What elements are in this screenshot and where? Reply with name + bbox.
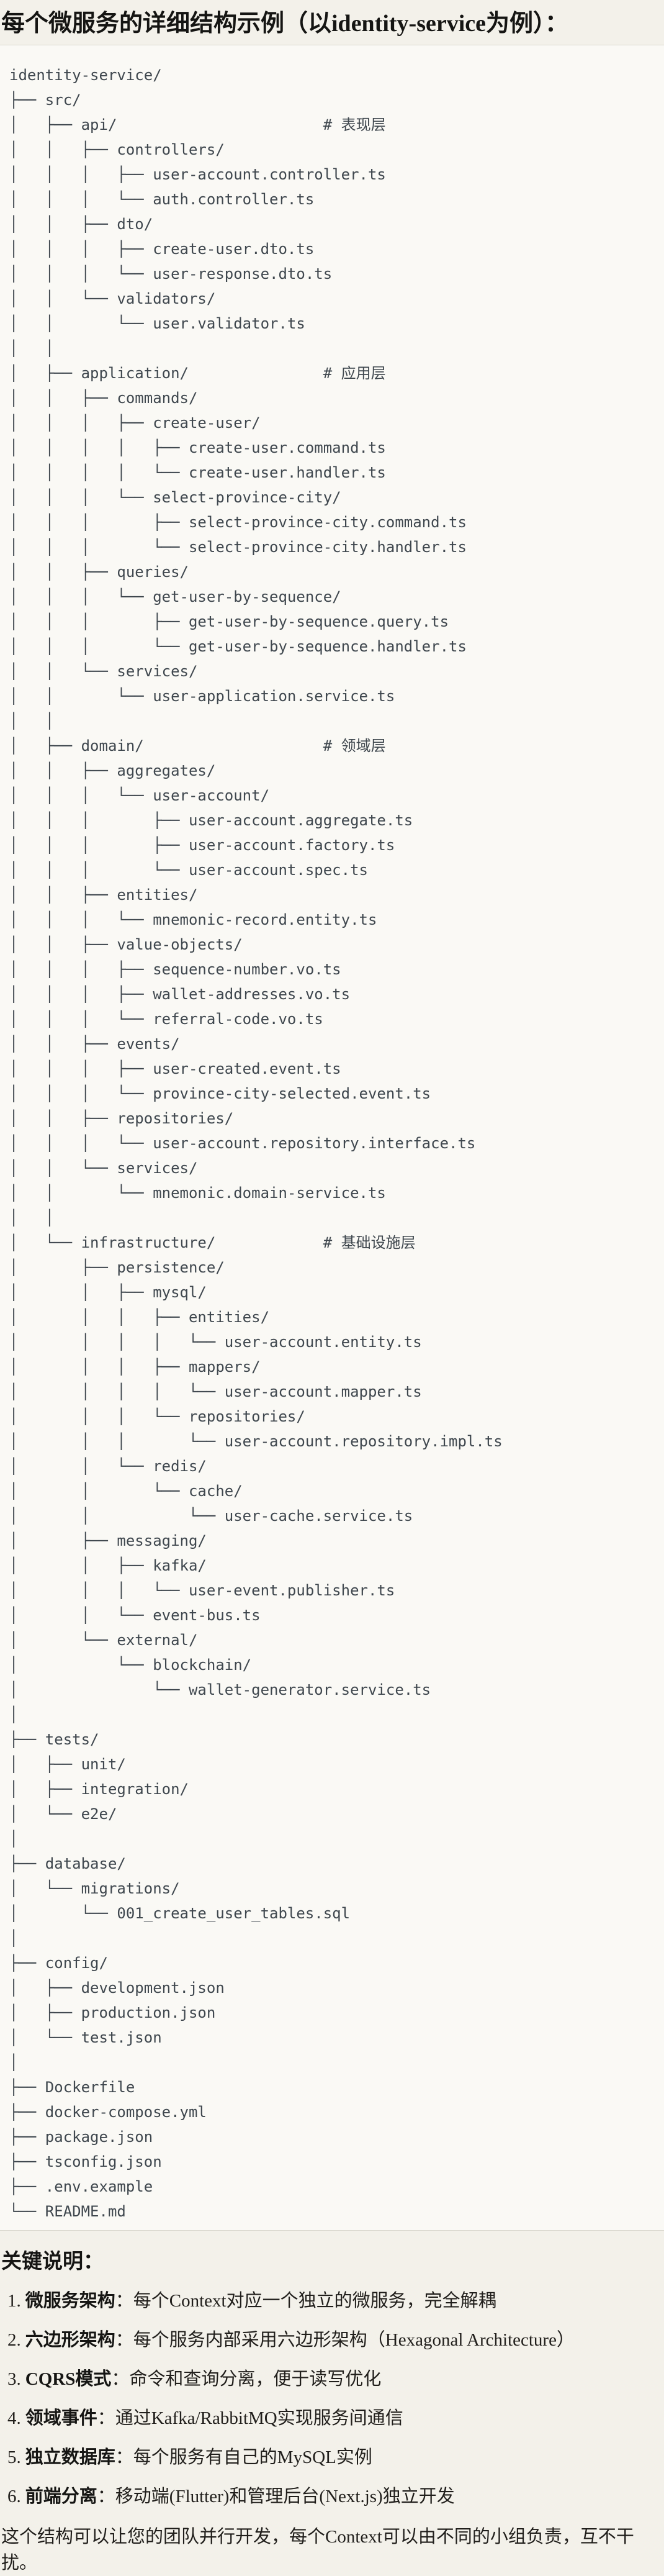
note-number: 3. (7, 2369, 21, 2389)
note-label: 前端分离 (25, 2487, 97, 2506)
note-item: 1.微服务架构：每个Context对应一个独立的微服务，完全解耦 (7, 2288, 664, 2314)
closing-paragraph: 这个结构可以让您的团队并行开发，每个Context可以由不同的小组负责，互不干扰… (1, 2527, 634, 2573)
note-label: 独立数据库 (25, 2447, 115, 2467)
note-separator: ： (111, 2369, 130, 2389)
notes-list: 1.微服务架构：每个Context对应一个独立的微服务，完全解耦 2.六边形架构… (0, 2288, 664, 2510)
note-label: 微服务架构 (25, 2291, 115, 2311)
note-separator: ： (97, 2408, 115, 2428)
note-text: 每个服务有自己的MySQL实例 (133, 2447, 372, 2467)
note-text: 移动端(Flutter)和管理后台(Next.js)独立开发 (115, 2487, 455, 2506)
note-item: 3.CQRS模式：命令和查询分离，便于读写优化 (7, 2366, 664, 2392)
note-item: 5.独立数据库：每个服务有自己的MySQL实例 (7, 2444, 664, 2470)
note-item: 2.六边形架构：每个服务内部采用六边形架构（Hexagonal Architec… (7, 2327, 664, 2353)
note-separator: ： (97, 2487, 115, 2506)
note-separator: ： (115, 2330, 133, 2350)
note-label: CQRS模式 (25, 2369, 112, 2389)
notes-heading: 关键说明： (1, 2251, 104, 2273)
note-number: 5. (7, 2447, 21, 2467)
code-block: identity-service/ ├── src/ │ ├── api/ # … (0, 45, 664, 2231)
note-number: 2. (7, 2330, 21, 2350)
note-separator: ： (115, 2291, 133, 2311)
note-text: 每个服务内部采用六边形架构（Hexagonal Architecture） (133, 2330, 575, 2350)
notes-section: 关键说明： 1.微服务架构：每个Context对应一个独立的微服务，完全解耦 2… (0, 2231, 664, 2576)
note-number: 4. (7, 2408, 21, 2428)
page-title: 每个微服务的详细结构示例（以identity-service为例）： (1, 11, 569, 37)
note-label: 领域事件 (25, 2408, 97, 2428)
directory-tree: identity-service/ ├── src/ │ ├── api/ # … (9, 66, 503, 2220)
note-item: 6.前端分离：移动端(Flutter)和管理后台(Next.js)独立开发 (7, 2483, 664, 2510)
note-item: 4.领域事件：通过Kafka/RabbitMQ实现服务间通信 (7, 2405, 664, 2431)
note-number: 6. (7, 2487, 21, 2506)
note-text: 命令和查询分离，便于读写优化 (129, 2369, 382, 2389)
note-number: 1. (7, 2291, 21, 2311)
note-text: 通过Kafka/RabbitMQ实现服务间通信 (115, 2408, 403, 2428)
note-label: 六边形架构 (25, 2330, 115, 2350)
note-separator: ： (115, 2447, 133, 2467)
note-text: 每个Context对应一个独立的微服务，完全解耦 (133, 2291, 496, 2311)
